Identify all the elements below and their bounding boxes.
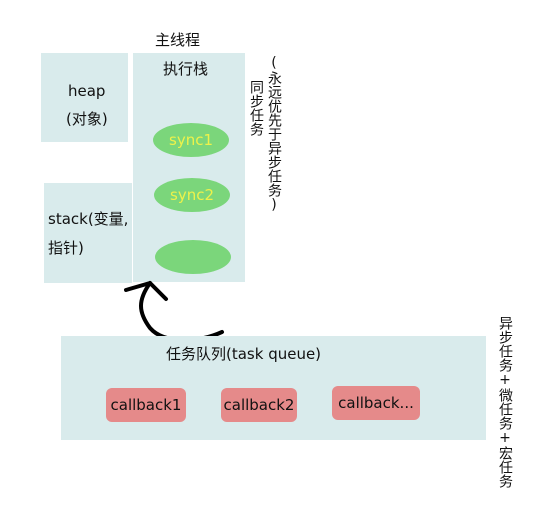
sync-task-note: 同步任务: [248, 80, 264, 136]
heap-sublabel: (对象): [66, 110, 108, 128]
stack-label: stack(变量,: [48, 210, 129, 228]
task-queue-title: 任务队列(task queue): [166, 345, 322, 363]
sync-priority-note: (永远优先于异步任务): [266, 55, 282, 213]
stack-sublabel: 指针): [48, 239, 84, 257]
async-task-note: 异步任务+微任务+宏任务: [497, 316, 513, 488]
heap-panel: heap (对象): [41, 53, 128, 142]
execution-stack-title: 执行栈: [163, 60, 209, 78]
task-queue-panel: 任务队列(task queue) callback1 callback2 cal…: [61, 336, 486, 440]
main-thread-label: 主线程: [155, 31, 201, 49]
callback-3: callback...: [332, 386, 420, 420]
sync-task-3: [155, 240, 231, 274]
stack-panel: stack(变量, 指针): [44, 183, 132, 283]
sync-task-1: sync1: [153, 123, 229, 157]
heap-label: heap: [68, 82, 106, 100]
sync-task-2: sync2: [154, 178, 230, 212]
execution-stack-panel: 执行栈 sync1 sync2: [133, 53, 245, 282]
callback-1: callback1: [106, 388, 186, 422]
callback-2: callback2: [221, 388, 297, 422]
